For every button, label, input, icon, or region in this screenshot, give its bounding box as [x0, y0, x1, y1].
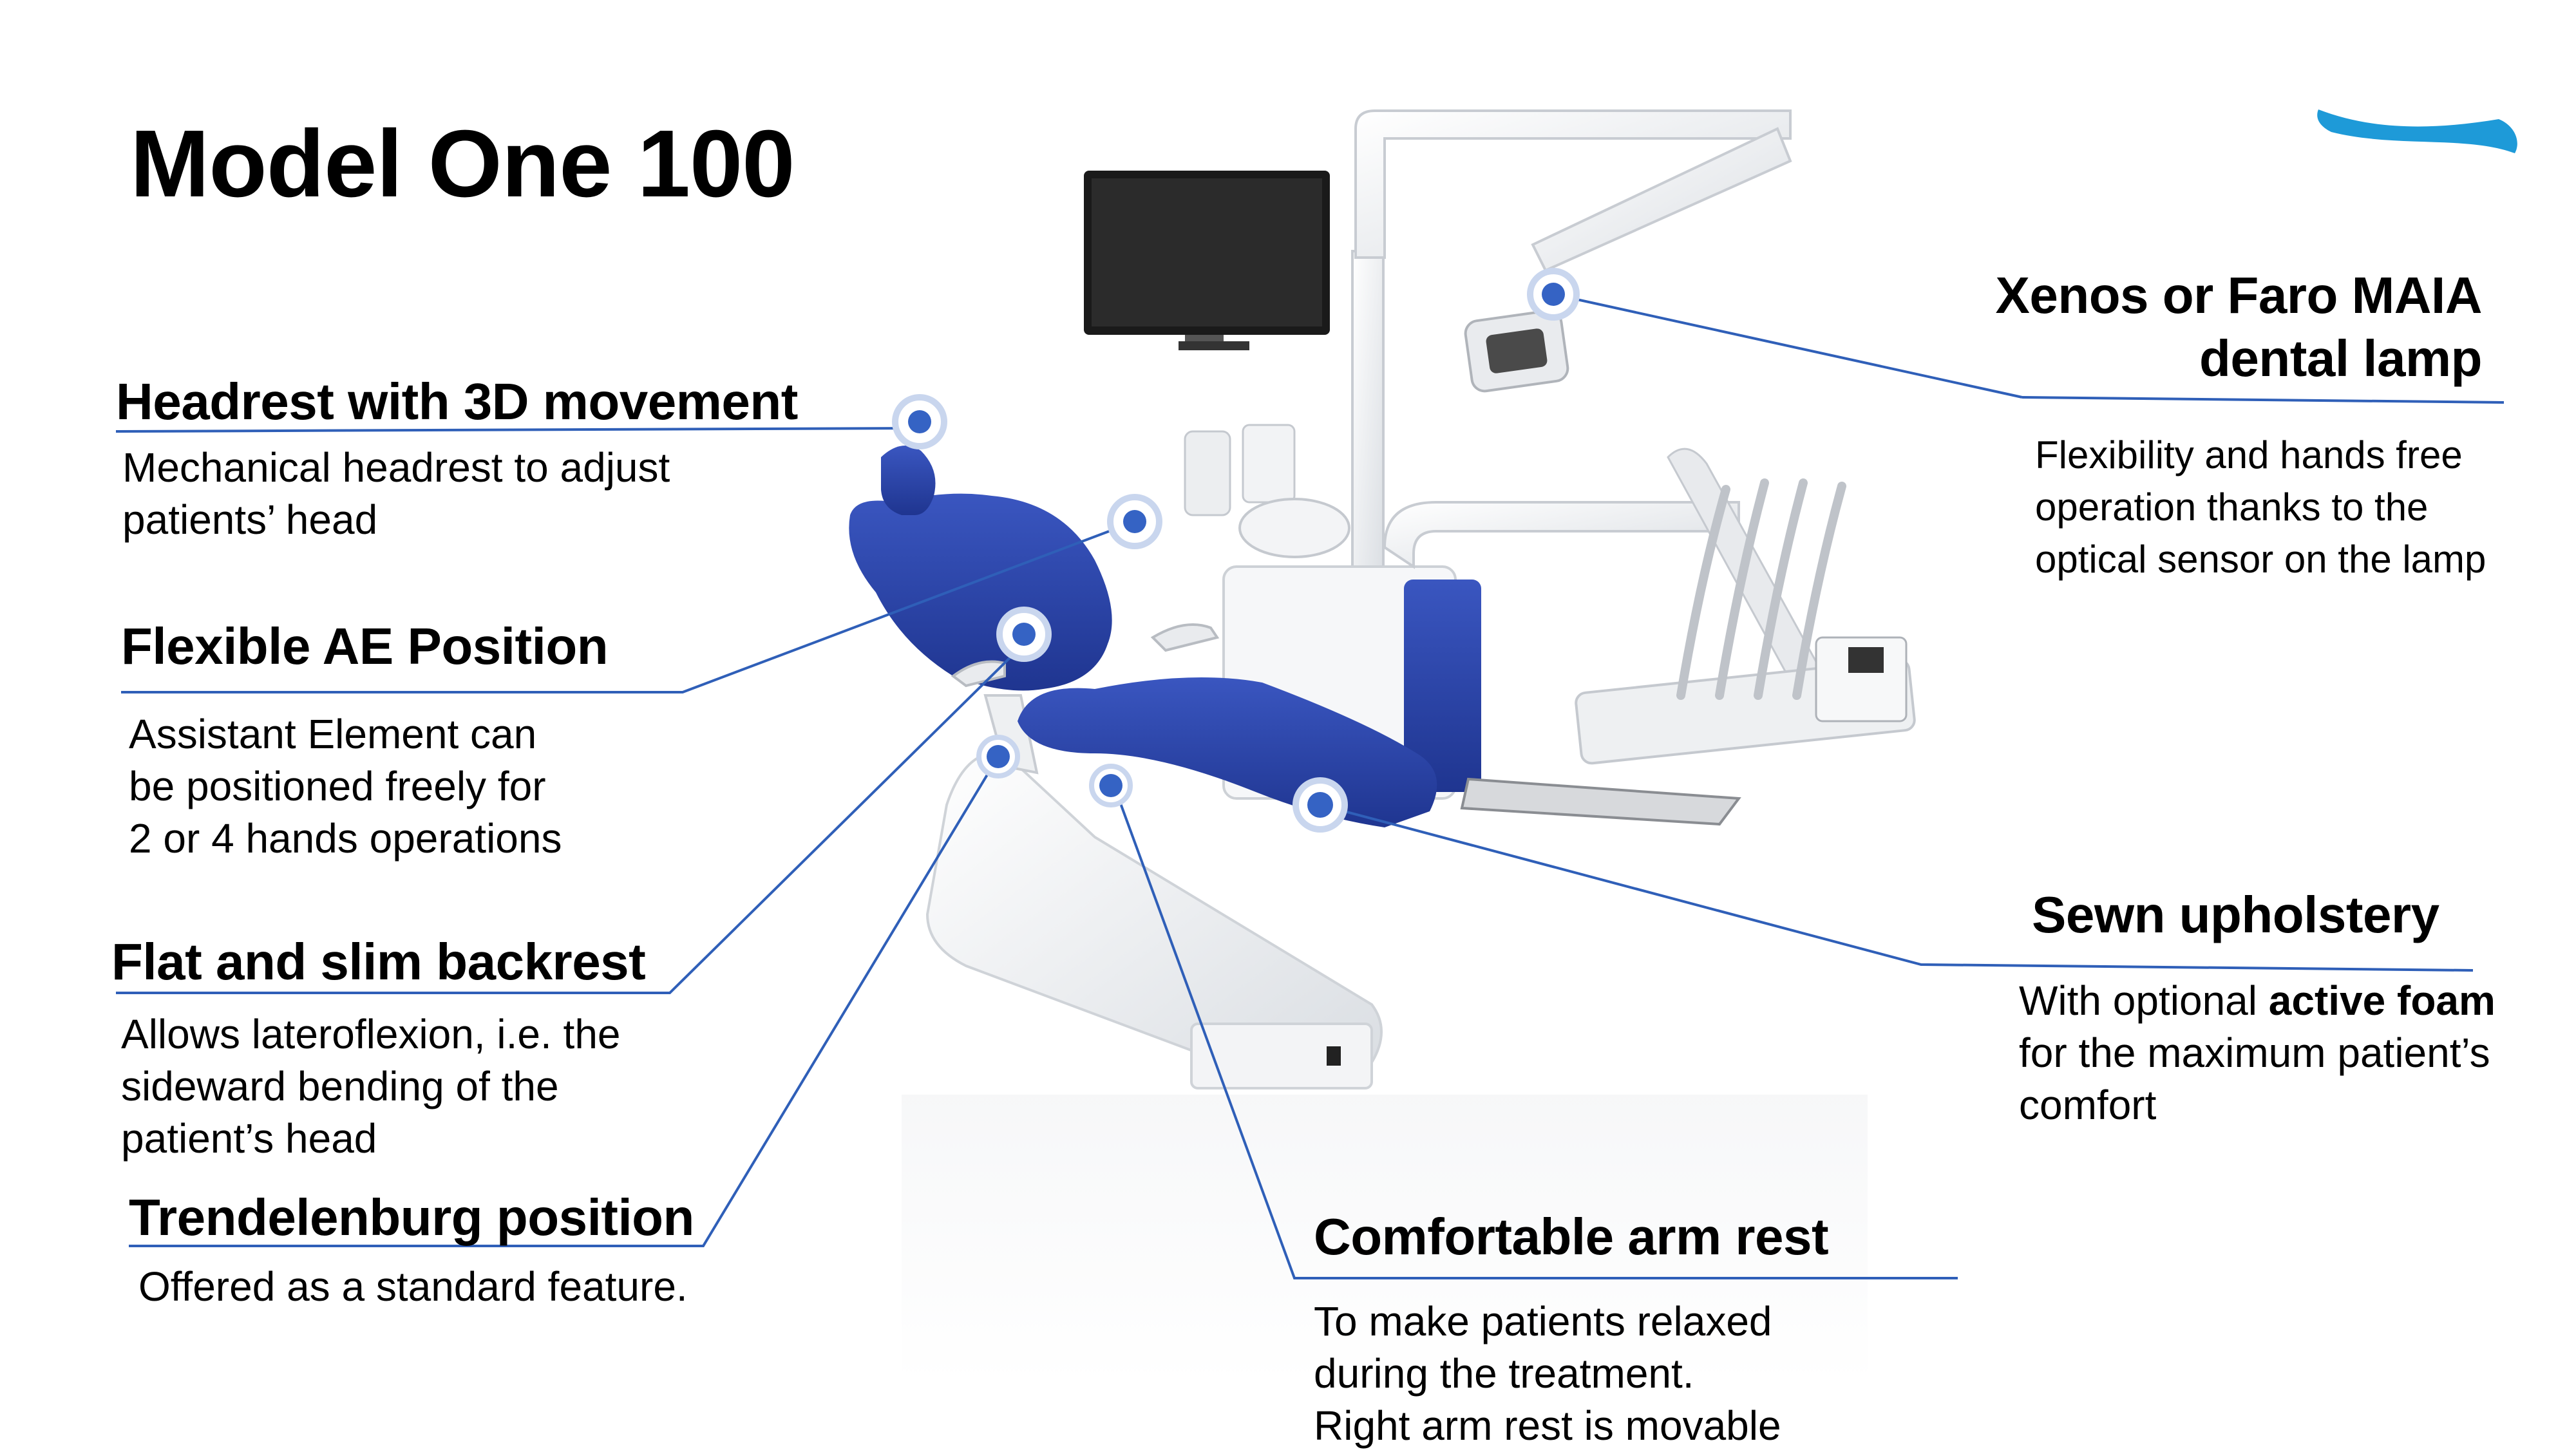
- flexible-ae-line-1: Assistant Element can: [129, 711, 537, 757]
- dental-lamp-icon: [1464, 309, 1569, 393]
- lamp-arm-icon: [1351, 109, 1792, 613]
- backrest-line-3: patient’s head: [121, 1115, 377, 1162]
- lamp-heading-line-1: Xenos or Faro MAIA: [1995, 267, 2482, 324]
- page-title: Model One 100: [130, 111, 795, 217]
- armrest-description: To make patients relaxed during the trea…: [1314, 1296, 1781, 1452]
- backrest-line-2: sideward bending of the: [121, 1063, 559, 1109]
- hotspot-backrest[interactable]: [996, 607, 1052, 662]
- armrest-line-1: To make patients relaxed: [1314, 1298, 1772, 1344]
- flexible-ae-heading: Flexible AE Position: [121, 618, 609, 675]
- upholstery-line-1-prefix: With optional: [2019, 977, 2269, 1024]
- flexible-ae-line-2: be positioned freely for: [129, 763, 546, 809]
- upholstery-line-1: With optional active foam: [2019, 975, 2496, 1027]
- lamp-heading: Xenos or Faro MAIA dental lamp: [1995, 264, 2482, 390]
- callout-connectors: [115, 293, 2505, 1279]
- hotspot-headrest[interactable]: [892, 394, 947, 449]
- lamp-line-3: optical sensor on the lamp: [2035, 538, 2486, 581]
- upholstery-heading: Sewn upholstery: [2032, 886, 2439, 943]
- hotspot-assistant-element[interactable]: [1107, 494, 1162, 549]
- hotspot-upholstery[interactable]: [1293, 777, 1348, 833]
- flexible-ae-line-3: 2 or 4 hands operations: [129, 815, 562, 862]
- backrest-description: Allows lateroflexion, i.e. the sideward …: [121, 1008, 621, 1165]
- chair-backrest-icon: [849, 493, 1112, 691]
- monitor-icon: [1084, 171, 1330, 350]
- trendelenburg-description: Offered as a standard feature.: [138, 1261, 688, 1313]
- lamp-line-1: Flexibility and hands free: [2035, 433, 2463, 476]
- trendelenburg-heading: Trendelenburg position: [129, 1189, 694, 1246]
- upholstery-description: With optional active foam for the maximu…: [2019, 975, 2496, 1131]
- headrest-line-2: patients’ head: [122, 496, 378, 543]
- headrest-heading: Headrest with 3D movement: [116, 373, 798, 430]
- wave-swoosh-logo: [2317, 109, 2517, 153]
- hotspot-lamp[interactable]: [1527, 268, 1580, 321]
- chair-base-icon: [925, 751, 1383, 1089]
- trendelenburg-line-1: Offered as a standard feature.: [138, 1263, 688, 1310]
- backrest-line-1: Allows lateroflexion, i.e. the: [121, 1011, 621, 1057]
- backrest-heading: Flat and slim backrest: [111, 933, 646, 990]
- armrest-line-2: during the treatment.: [1314, 1350, 1694, 1397]
- upholstery-line-3: comfort: [2019, 1082, 2157, 1128]
- armrest-heading: Comfortable arm rest: [1314, 1208, 1829, 1265]
- flexible-ae-description: Assistant Element can be positioned free…: [129, 708, 562, 865]
- instrument-console-icon: [1460, 448, 1916, 826]
- hotspot-armrest[interactable]: [1089, 764, 1133, 807]
- hotspots: [892, 268, 1580, 833]
- armrest-icon: [1150, 623, 1220, 652]
- lamp-heading-line-2: dental lamp: [2199, 330, 2483, 387]
- chair-headrest-icon: [881, 446, 936, 515]
- headrest-description: Mechanical headrest to adjust patients’ …: [122, 442, 670, 546]
- lamp-description: Flexibility and hands free operation tha…: [2035, 429, 2486, 585]
- upholstery-active-foam: active foam: [2268, 977, 2496, 1024]
- headrest-line-1: Mechanical headrest to adjust: [122, 444, 670, 491]
- armrest-line-3: Right arm rest is movable: [1314, 1402, 1781, 1449]
- water-unit-icon: [1184, 424, 1350, 558]
- lamp-line-2: operation thanks to the: [2035, 486, 2429, 529]
- upholstery-line-2: for the maximum patient’s: [2019, 1030, 2490, 1076]
- hotspot-trendelenburg[interactable]: [976, 735, 1020, 778]
